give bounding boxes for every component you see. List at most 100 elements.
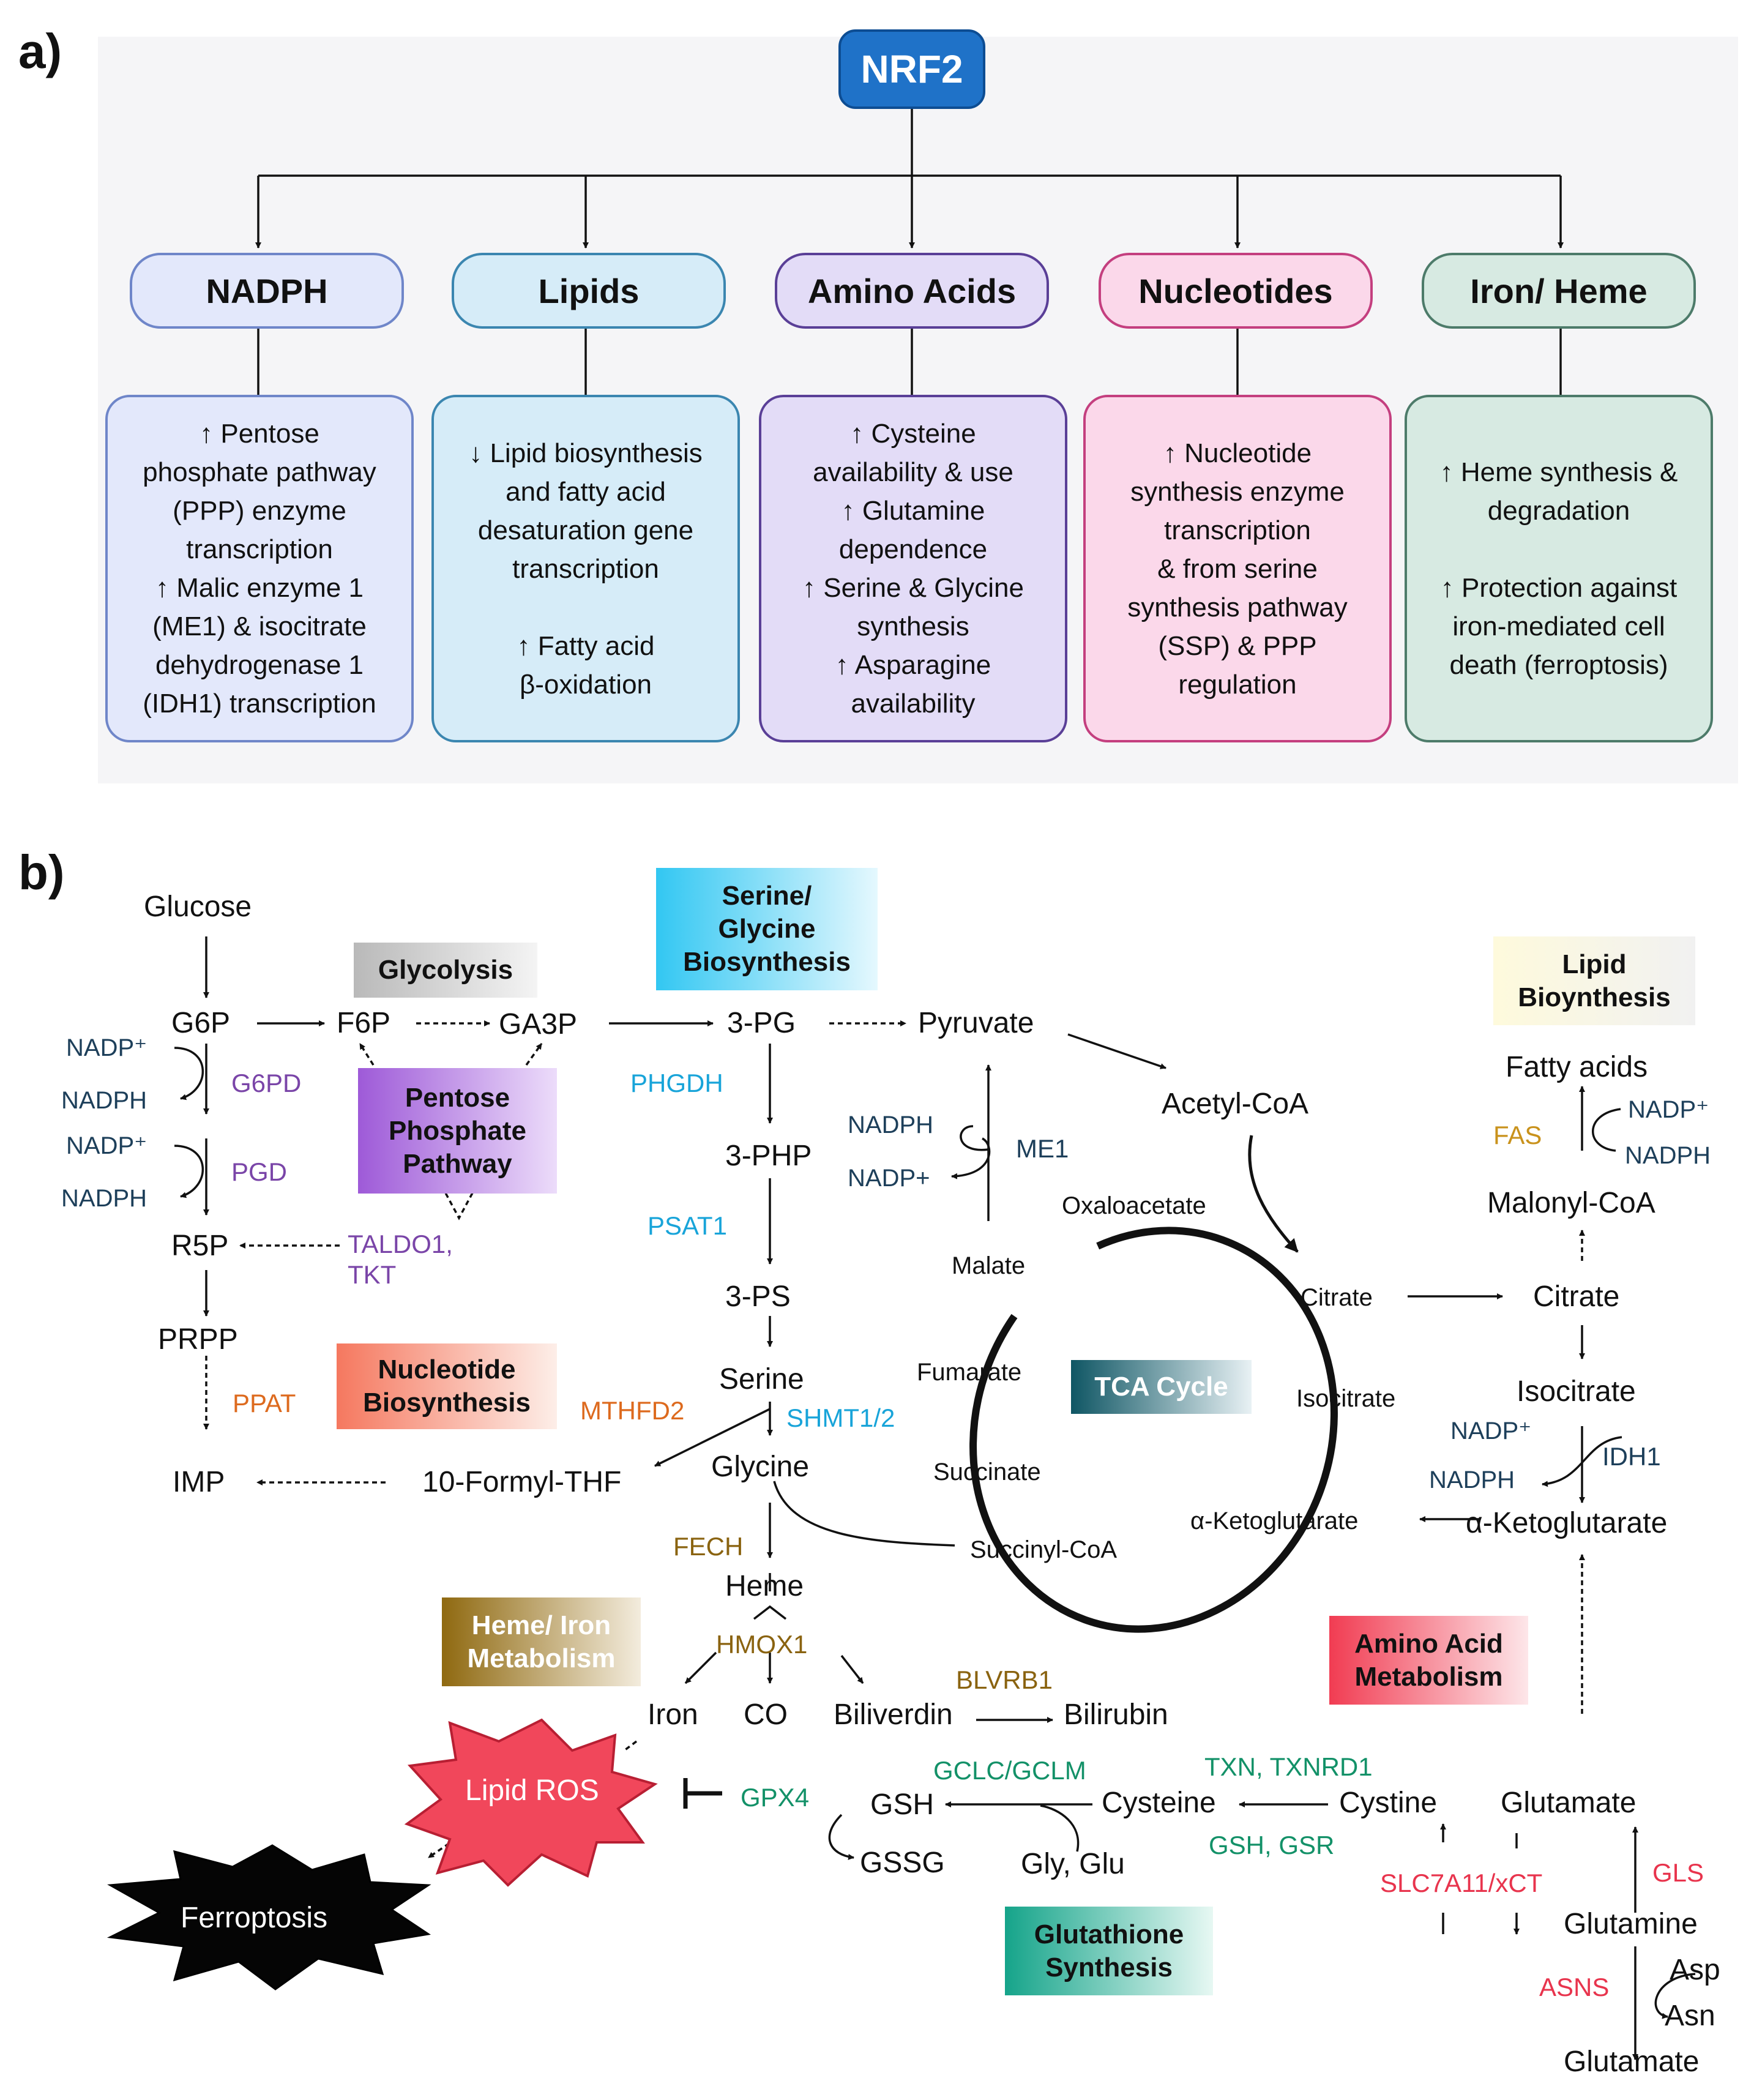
cofactor-nadph-me1: NADPH bbox=[848, 1112, 934, 1138]
metabolite-fumarate: Fumarate bbox=[917, 1359, 1022, 1386]
category-iron-heme: Iron/ Heme bbox=[1422, 253, 1696, 329]
metabolite-citrate-tca: Citrate bbox=[1301, 1284, 1373, 1311]
metabolite-malate: Malate bbox=[952, 1252, 1026, 1279]
pathway-nucleotide: Nucleotide Biosynthesis bbox=[337, 1343, 557, 1429]
ferroptosis-burst bbox=[106, 1844, 431, 1990]
metabolite-serine: Serine bbox=[719, 1363, 804, 1396]
metabolite-gssg: GSSG bbox=[860, 1847, 945, 1879]
enzyme-ppat: PPAT bbox=[233, 1389, 296, 1418]
metabolite-ga3p: GA3P bbox=[499, 1008, 578, 1041]
desc-iron-heme: ↑ Heme synthesis & degradation ↑ Protect… bbox=[1405, 395, 1713, 742]
cofactor-nadp-1: NADP⁺ bbox=[66, 1034, 147, 1061]
metabolite-pyruvate: Pyruvate bbox=[918, 1007, 1034, 1039]
metabolite-bilirubin: Bilirubin bbox=[1064, 1698, 1168, 1731]
pathway-glutathione: Glutathione Synthesis bbox=[1005, 1907, 1213, 1995]
enzyme-g6pd: G6PD bbox=[231, 1069, 302, 1097]
metabolite-asp: Asp bbox=[1670, 1954, 1720, 1986]
metabolite-biliverdin: Biliverdin bbox=[834, 1698, 953, 1731]
metabolite-imp: IMP bbox=[173, 1466, 225, 1498]
enzyme-blvrb1: BLVRB1 bbox=[956, 1665, 1053, 1694]
metabolite-gsh: GSH bbox=[870, 1788, 935, 1821]
pathway-lipid: Lipid Bioynthesis bbox=[1493, 936, 1695, 1025]
metabolite-citrate: Citrate bbox=[1533, 1280, 1620, 1313]
enzyme-fech: FECH bbox=[673, 1532, 744, 1561]
cofactor-nadp-fas: NADP⁺ bbox=[1628, 1096, 1709, 1123]
metabolite-isocitrate: Isocitrate bbox=[1517, 1375, 1636, 1408]
metabolite-glycine: Glycine bbox=[711, 1451, 810, 1483]
metabolite-f6p: F6P bbox=[337, 1007, 391, 1039]
enzyme-asns: ASNS bbox=[1539, 1973, 1610, 2001]
category-nadph: NADPH bbox=[130, 253, 404, 329]
enzyme-gsh-gsr: GSH, GSR bbox=[1209, 1831, 1335, 1859]
metabolite-acetyl-coa: Acetyl-CoA bbox=[1162, 1088, 1309, 1120]
nrf2-box: NRF2 bbox=[838, 29, 985, 109]
enzyme-mthfd2: MTHFD2 bbox=[580, 1396, 685, 1425]
pathway-ppp: Pentose Phosphate Pathway bbox=[358, 1068, 557, 1194]
metabolite-heme: Heme bbox=[725, 1570, 804, 1602]
enzyme-slc7a11-xct: SLC7A11/xCT bbox=[1380, 1869, 1543, 1897]
category-amino-acids: Amino Acids bbox=[775, 253, 1049, 329]
category-nucleotides: Nucleotides bbox=[1099, 253, 1373, 329]
enzyme-hmox1: HMOX1 bbox=[716, 1630, 808, 1659]
enzyme-pgd: PGD bbox=[231, 1157, 288, 1186]
pathway-heme-iron: Heme/ Iron Metabolism bbox=[442, 1597, 641, 1686]
metabolite-fatty-acids: Fatty acids bbox=[1506, 1051, 1648, 1083]
category-lipids: Lipids bbox=[452, 253, 726, 329]
metabolite-cystine: Cystine bbox=[1339, 1787, 1438, 1819]
desc-nadph: ↑ Pentose phosphate pathway (PPP) enzyme… bbox=[105, 395, 414, 742]
enzyme-shmt1-2: SHMT1/2 bbox=[786, 1403, 895, 1432]
metabolite-glutamate-bottom: Glutamate bbox=[1564, 2046, 1700, 2078]
metabolite-glutamate-top: Glutamate bbox=[1501, 1787, 1637, 1819]
metabolite-akg: α-Ketoglutarate bbox=[1466, 1507, 1668, 1539]
panel-b-label: b) bbox=[18, 845, 65, 900]
metabolite-3ps: 3-PS bbox=[725, 1280, 791, 1313]
metabolite-succinate: Succinate bbox=[933, 1459, 1041, 1485]
metabolite-malonyl-coa: Malonyl-CoA bbox=[1487, 1187, 1655, 1219]
metabolite-3php: 3-PHP bbox=[725, 1140, 812, 1172]
metabolite-3pg: 3-PG bbox=[727, 1007, 796, 1039]
ferroptosis-label: Ferroptosis bbox=[181, 1902, 328, 1934]
metabolite-isocitrate-tca: Isocitrate bbox=[1296, 1385, 1396, 1412]
enzyme-me1: ME1 bbox=[1016, 1134, 1069, 1163]
metabolite-glutamine: Glutamine bbox=[1564, 1908, 1698, 1940]
cofactor-nadph-idh: NADPH bbox=[1429, 1467, 1515, 1493]
metabolite-gly-glu: Gly, Glu bbox=[1021, 1848, 1125, 1880]
metabolite-asn: Asn bbox=[1665, 2000, 1715, 2032]
cofactor-nadp-2: NADP⁺ bbox=[66, 1132, 147, 1159]
lipid-ros-label: Lipid ROS bbox=[465, 1774, 599, 1807]
pathway-amino-acid: Amino Acid Metabolism bbox=[1329, 1616, 1528, 1705]
desc-amino-acids: ↑ Cysteine availability & use ↑ Glutamin… bbox=[759, 395, 1067, 742]
panel-a-label: a) bbox=[18, 24, 62, 78]
metabolite-iron: Iron bbox=[648, 1698, 698, 1731]
pathway-glycolysis: Glycolysis bbox=[354, 943, 537, 998]
metabolite-cysteine: Cysteine bbox=[1102, 1787, 1216, 1819]
desc-lipids: ↓ Lipid biosynthesis and fatty acid desa… bbox=[431, 395, 740, 742]
enzyme-txn-txnrd1: TXN, TXNRD1 bbox=[1204, 1752, 1373, 1781]
enzyme-psat1: PSAT1 bbox=[648, 1211, 727, 1240]
metabolite-oxaloacetate: Oxaloacetate bbox=[1062, 1192, 1206, 1219]
pathway-serine-glycine: Serine/ Glycine Biosynthesis bbox=[656, 868, 878, 990]
metabolite-succinyl-coa: Succinyl-CoA bbox=[970, 1536, 1118, 1563]
metabolite-r5p: R5P bbox=[171, 1230, 229, 1262]
cofactor-nadp-idh: NADP⁺ bbox=[1450, 1418, 1532, 1444]
enzyme-gpx4: GPX4 bbox=[741, 1783, 810, 1812]
metabolite-prpp: PRPP bbox=[158, 1323, 238, 1356]
cofactor-nadph-2: NADPH bbox=[61, 1185, 147, 1212]
metabolite-g6p: G6P bbox=[171, 1007, 231, 1039]
metabolite-akg-tca: α-Ketoglutarate bbox=[1190, 1508, 1359, 1534]
pathway-tca: TCA Cycle bbox=[1071, 1360, 1252, 1414]
cofactor-nadph-fas: NADPH bbox=[1625, 1142, 1711, 1169]
lipid-ros-burst bbox=[404, 1718, 658, 1887]
metabolite-co: CO bbox=[744, 1698, 788, 1731]
enzyme-taldo1-tkt: TALDO1, TKT bbox=[348, 1230, 453, 1290]
metabolite-glucose: Glucose bbox=[144, 891, 252, 923]
cofactor-nadph-1: NADPH bbox=[61, 1087, 147, 1114]
cofactor-nadp-me1: NADP+ bbox=[848, 1165, 930, 1192]
enzyme-idh1: IDH1 bbox=[1602, 1442, 1661, 1471]
desc-nucleotides: ↑ Nucleotide synthesis enzyme transcript… bbox=[1083, 395, 1392, 742]
enzyme-fas: FAS bbox=[1493, 1121, 1542, 1149]
enzyme-gclc-gclm: GCLC/GCLM bbox=[933, 1756, 1086, 1785]
enzyme-phgdh: PHGDH bbox=[630, 1069, 723, 1097]
enzyme-gls: GLS bbox=[1652, 1858, 1704, 1887]
